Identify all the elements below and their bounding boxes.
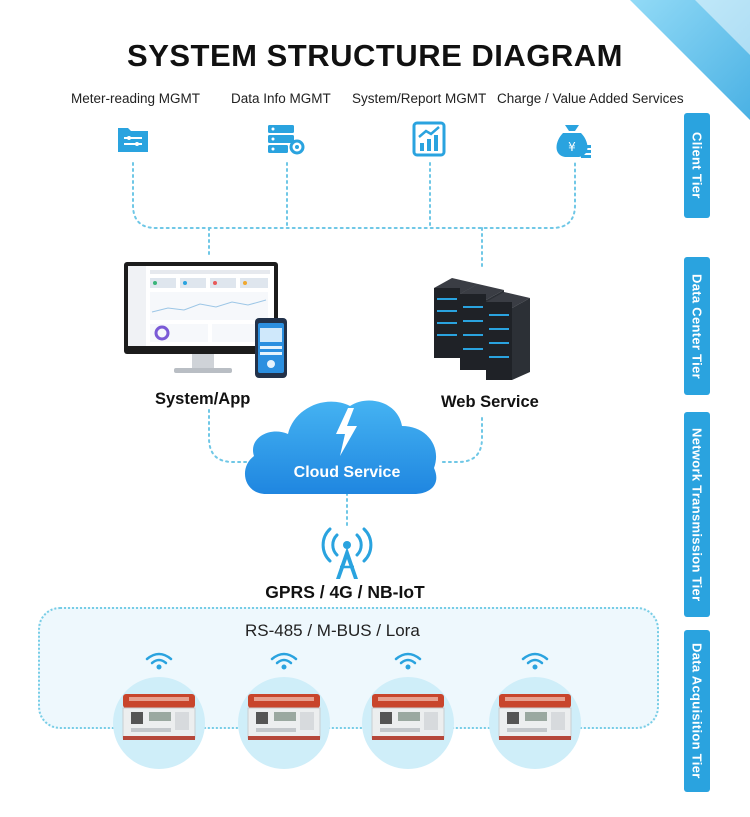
client-label-system-report: System/Report MGMT [352, 91, 487, 106]
wifi-signal-icon [145, 652, 173, 670]
diagram-title: SYSTEM STRUCTURE DIAGRAM [127, 38, 623, 73]
tier-tab-network: Network Transmission Tier [684, 412, 710, 617]
server-rack-illustration [434, 278, 530, 380]
wifi-signal-icon [270, 652, 298, 670]
wifi-signal-icon [521, 652, 549, 670]
bus-protocol-label: RS-485 / M-BUS / Lora [245, 621, 420, 640]
client-label-data-info: Data Info MGMT [231, 91, 331, 106]
money-bag-icon: ¥ [556, 125, 591, 158]
meter-device-icon [498, 694, 572, 740]
folder-settings-icon [118, 128, 148, 152]
wifi-signal-icon [394, 652, 422, 670]
web-service-label: Web Service [441, 393, 539, 411]
tier-tab-client: Client Tier [684, 113, 710, 218]
tier-tab-data-acquisition: Data Acquisition Tier [684, 630, 710, 792]
meter-device-icon [247, 694, 321, 740]
corner-decoration [630, 0, 750, 120]
tier-tab-data-center: Data Center Tier [684, 257, 710, 395]
client-label-charge: Charge / Value Added Services [497, 91, 684, 106]
client-label-meter-reading: Meter-reading MGMT [71, 91, 201, 106]
meter-device-icon [371, 694, 445, 740]
meter-device-icon [122, 694, 196, 740]
lightning-icon [336, 408, 357, 456]
cloud-shape [244, 400, 437, 494]
chart-report-icon [412, 121, 446, 157]
cloud-service-label: Cloud Service [293, 464, 401, 481]
antenna-tower-icon [321, 527, 373, 579]
svg-text:¥: ¥ [568, 140, 576, 154]
server-gear-icon [268, 125, 305, 155]
monitor-illustration [124, 262, 287, 378]
system-app-label: System/App [155, 390, 251, 408]
network-protocol-label: GPRS / 4G / NB-IoT [265, 582, 425, 602]
